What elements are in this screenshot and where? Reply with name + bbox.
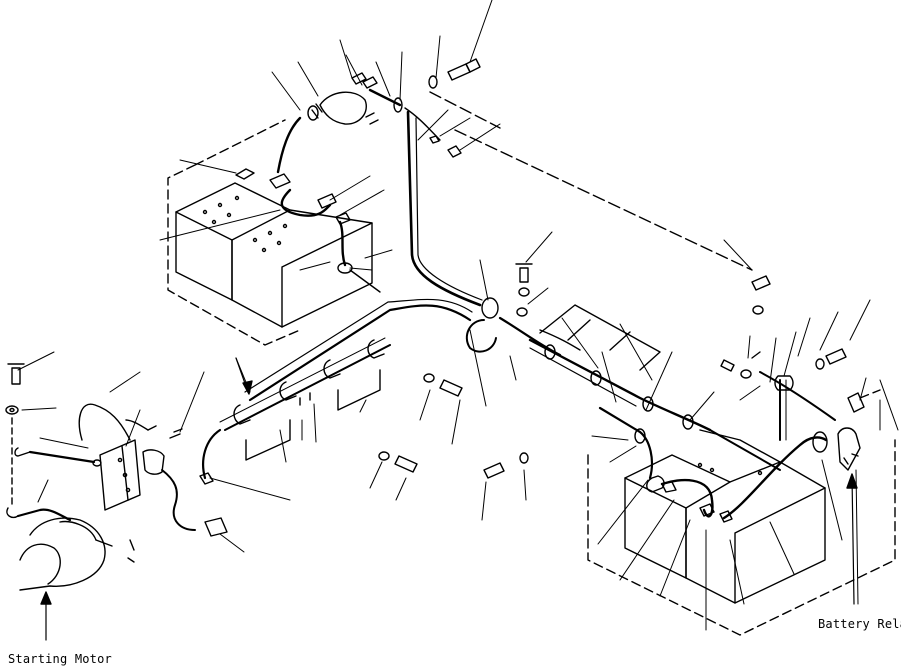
battery-relay-label: Battery Relay: [818, 617, 901, 631]
leader-lines-left: [18, 352, 244, 552]
battery-tray-right: [588, 390, 895, 635]
bolt-top: [429, 59, 480, 157]
clamps-mid: [234, 340, 384, 460]
main-harness: [408, 112, 560, 355]
top-junction: [308, 73, 440, 140]
starting-motor-label: Starting Motor: [8, 652, 112, 666]
arrow-mid-left: [236, 358, 252, 394]
bolts-mid: [379, 264, 532, 478]
leader-lines-mid: [210, 232, 552, 520]
arrow-battery-relay: [847, 474, 857, 604]
battery-right-2: [686, 430, 825, 603]
battery-relay: [721, 276, 864, 470]
starting-motor-bracket: [79, 404, 164, 510]
battery-left-1: [176, 183, 290, 300]
leader-lines-right: [562, 240, 898, 630]
right-harness: [530, 330, 780, 478]
battery-cable-left: [236, 118, 380, 292]
mid-harness-left: [200, 299, 472, 484]
frame-line: [430, 92, 752, 270]
starting-motor-group: [6, 364, 134, 590]
battery-left-2: [232, 210, 372, 327]
battery-tray-left: [168, 120, 300, 345]
battery-right-1: [625, 455, 730, 578]
leader-lines-top: [160, 0, 500, 270]
arrow-starting-motor: [41, 592, 51, 640]
battery-cable-right: [647, 437, 826, 522]
starting-motor-harness: [162, 429, 227, 536]
